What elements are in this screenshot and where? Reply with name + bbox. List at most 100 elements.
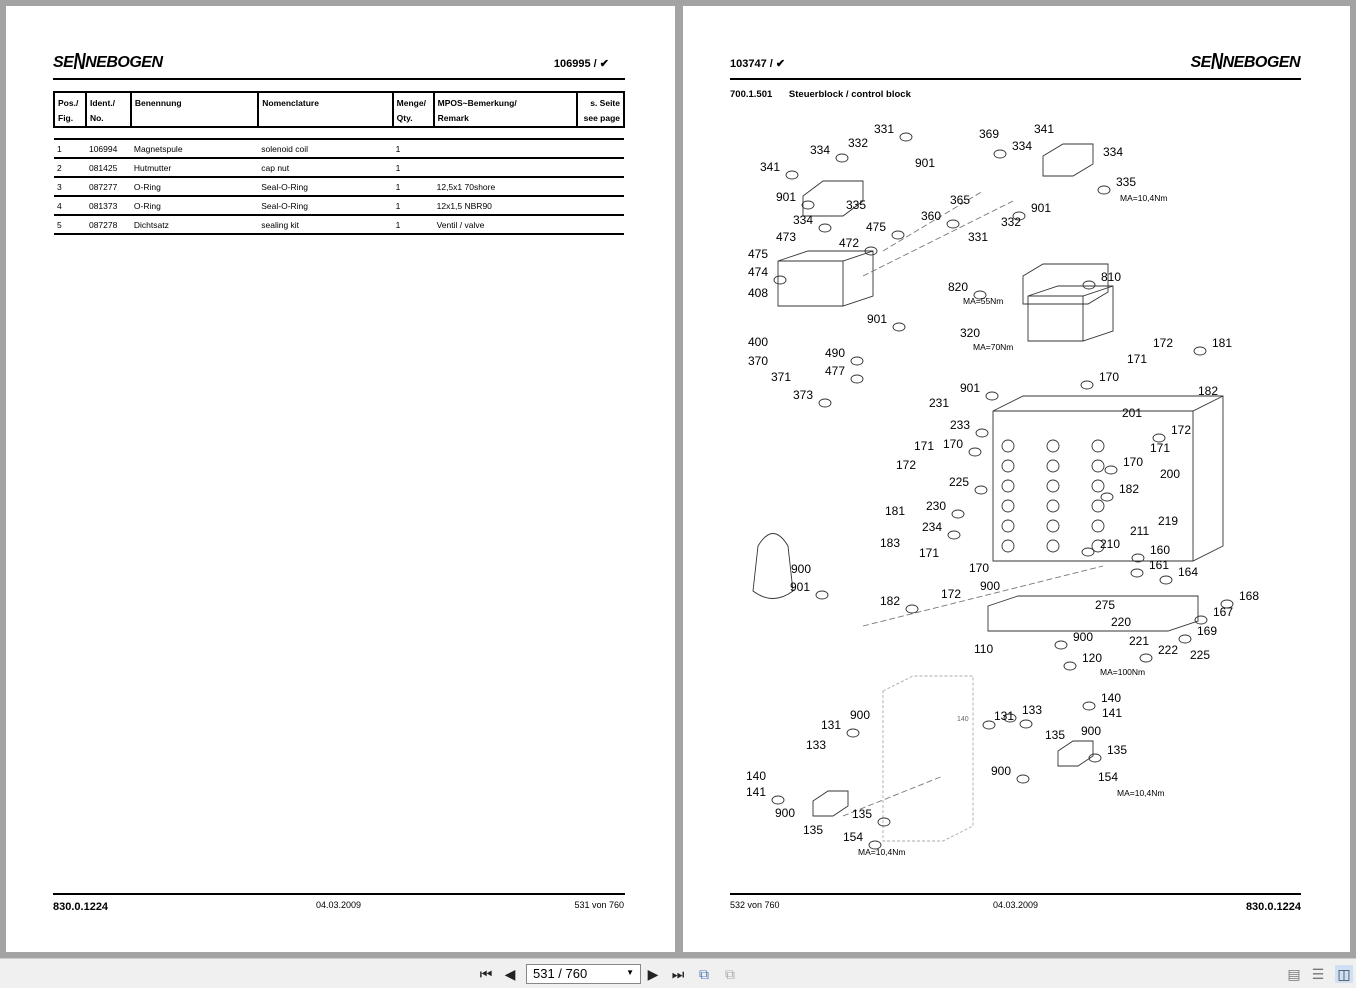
first-page-icon[interactable]: ⏮ [479,965,493,982]
part-shape [1159,575,1173,585]
part-shape [1019,719,1033,729]
table-cell: 1 [392,176,434,196]
part-callout-label: 334 [1012,139,1032,153]
part-shape [835,153,849,163]
part-shape [850,374,864,384]
part-callout-label: 901 [960,381,980,395]
part-callout-label: 200 [1160,467,1180,481]
part-callout-label: 360 [921,209,941,223]
part-callout-label: 901 [790,580,810,594]
part-shape [1194,615,1208,625]
part-callout-label: 170 [1123,455,1143,469]
prev-page-icon[interactable]: ◀ [504,965,516,982]
column-header-line [135,111,254,126]
port-hole [1046,439,1060,453]
column-header-line: No. [89,113,104,123]
column-header-line: s. Seite [590,98,620,108]
column-header: Ident./No. [84,91,132,128]
forward-view-icon[interactable]: ⧉ [725,965,735,982]
part-callout-label: 160 [1150,543,1170,557]
table-cell: 106994 [85,138,131,158]
last-page-icon[interactable]: ⏭ [671,965,685,982]
part-callout-label: 234 [922,520,942,534]
part-shape [892,322,906,332]
port-hole [1001,459,1015,473]
table-cell: 5 [54,214,86,235]
part-callout-label: MA=70Nm [973,342,1013,352]
section-heading: 700.1.501 Steuerblock / control block [730,89,911,100]
table-cell: 1 [392,138,434,158]
table-cell: 1 [392,157,434,177]
part-callout-label: 331 [968,230,988,244]
part-shape [947,530,961,540]
chevron-down-icon[interactable]: ▼ [626,968,634,977]
part-callout-label: 135 [1045,728,1065,742]
part-callout-label: 154 [843,830,863,844]
port-hole [1091,519,1105,533]
part-shape [985,391,999,401]
part-callout-label: 901 [867,312,887,326]
column-header-line: Nomenclature [262,98,319,108]
part-callout-label: 900 [980,579,1000,593]
part-callout-label: 901 [915,156,935,170]
table-cell: 081373 [85,195,131,215]
footer-code: 830.0.1224 [1245,901,1301,913]
part-callout-label: 408 [748,286,768,300]
column-header-line [262,111,388,126]
table-cell: Ventil / valve [433,214,578,235]
part-callout-label: 225 [949,475,969,489]
part-shape [773,275,787,285]
part-shape [771,795,785,805]
column-header-line: Qty. [396,113,413,123]
footer-page: 531 von 760 [574,900,624,910]
part-callout-label: 183 [880,536,900,550]
single-page-icon[interactable]: ▤ [1287,965,1301,982]
part-shape [1063,661,1077,671]
part-callout-label: 900 [791,562,811,576]
part-shape [1097,185,1111,195]
part-callout-label: 332 [1001,215,1021,229]
part-callout-label: 820 [948,280,968,294]
part-callout-label: 211 [1130,524,1149,538]
continuous-icon[interactable]: ☰ [1311,965,1325,982]
back-view-icon[interactable]: ⧉ [699,965,709,982]
table-cell: Seal-O-Ring [258,195,393,215]
part-shape [1082,280,1096,290]
part-shape [801,200,815,210]
part-callout-label: 365 [950,193,970,207]
table-cell: Seal-O-Ring [258,176,393,196]
part-callout-label: 140 [1101,691,1121,705]
next-page-icon[interactable]: ▶ [647,965,659,982]
part-callout-label: 120 [1082,651,1102,665]
port-hole [1046,499,1060,513]
part-callout-label: 168 [1239,589,1259,603]
port-hole [1091,439,1105,453]
part-callout-label: 171 [914,439,934,453]
part-shape [973,290,987,300]
column-header: Menge/Qty. [391,91,435,128]
part-callout-label: 900 [1081,724,1101,738]
part-callout-label: 222 [1158,643,1178,657]
part-callout-label: 335 [846,198,866,212]
part-callout-label: 135 [1107,743,1127,757]
part-callout-label: 201 [1122,406,1142,420]
footer-code: 830.0.1224 [53,901,109,913]
part-shape [1178,634,1192,644]
part-shape [993,149,1007,159]
sennebogen-logo: SENNEBOGEN [1190,48,1300,75]
part-callout-label: 473 [776,230,796,244]
part-callout-label: 167 [1213,605,1233,619]
part-shape [1193,346,1207,356]
page-number-field[interactable]: 531 / 760▼ [526,964,641,984]
two-page-icon[interactable]: ◫ [1335,965,1353,983]
part-callout-label: 182 [1119,482,1139,496]
right-page: 103747 / ✔ SENNEBOGEN 700.1.501 Steuerbl… [683,6,1350,952]
doc-number: 106995 / ✔ [554,57,609,70]
table-cell: sealing kit [258,214,393,235]
table-cell: 12,5x1 70shore [433,176,578,196]
table-cell: 087278 [85,214,131,235]
part-callout-label: 335 [1116,175,1136,189]
